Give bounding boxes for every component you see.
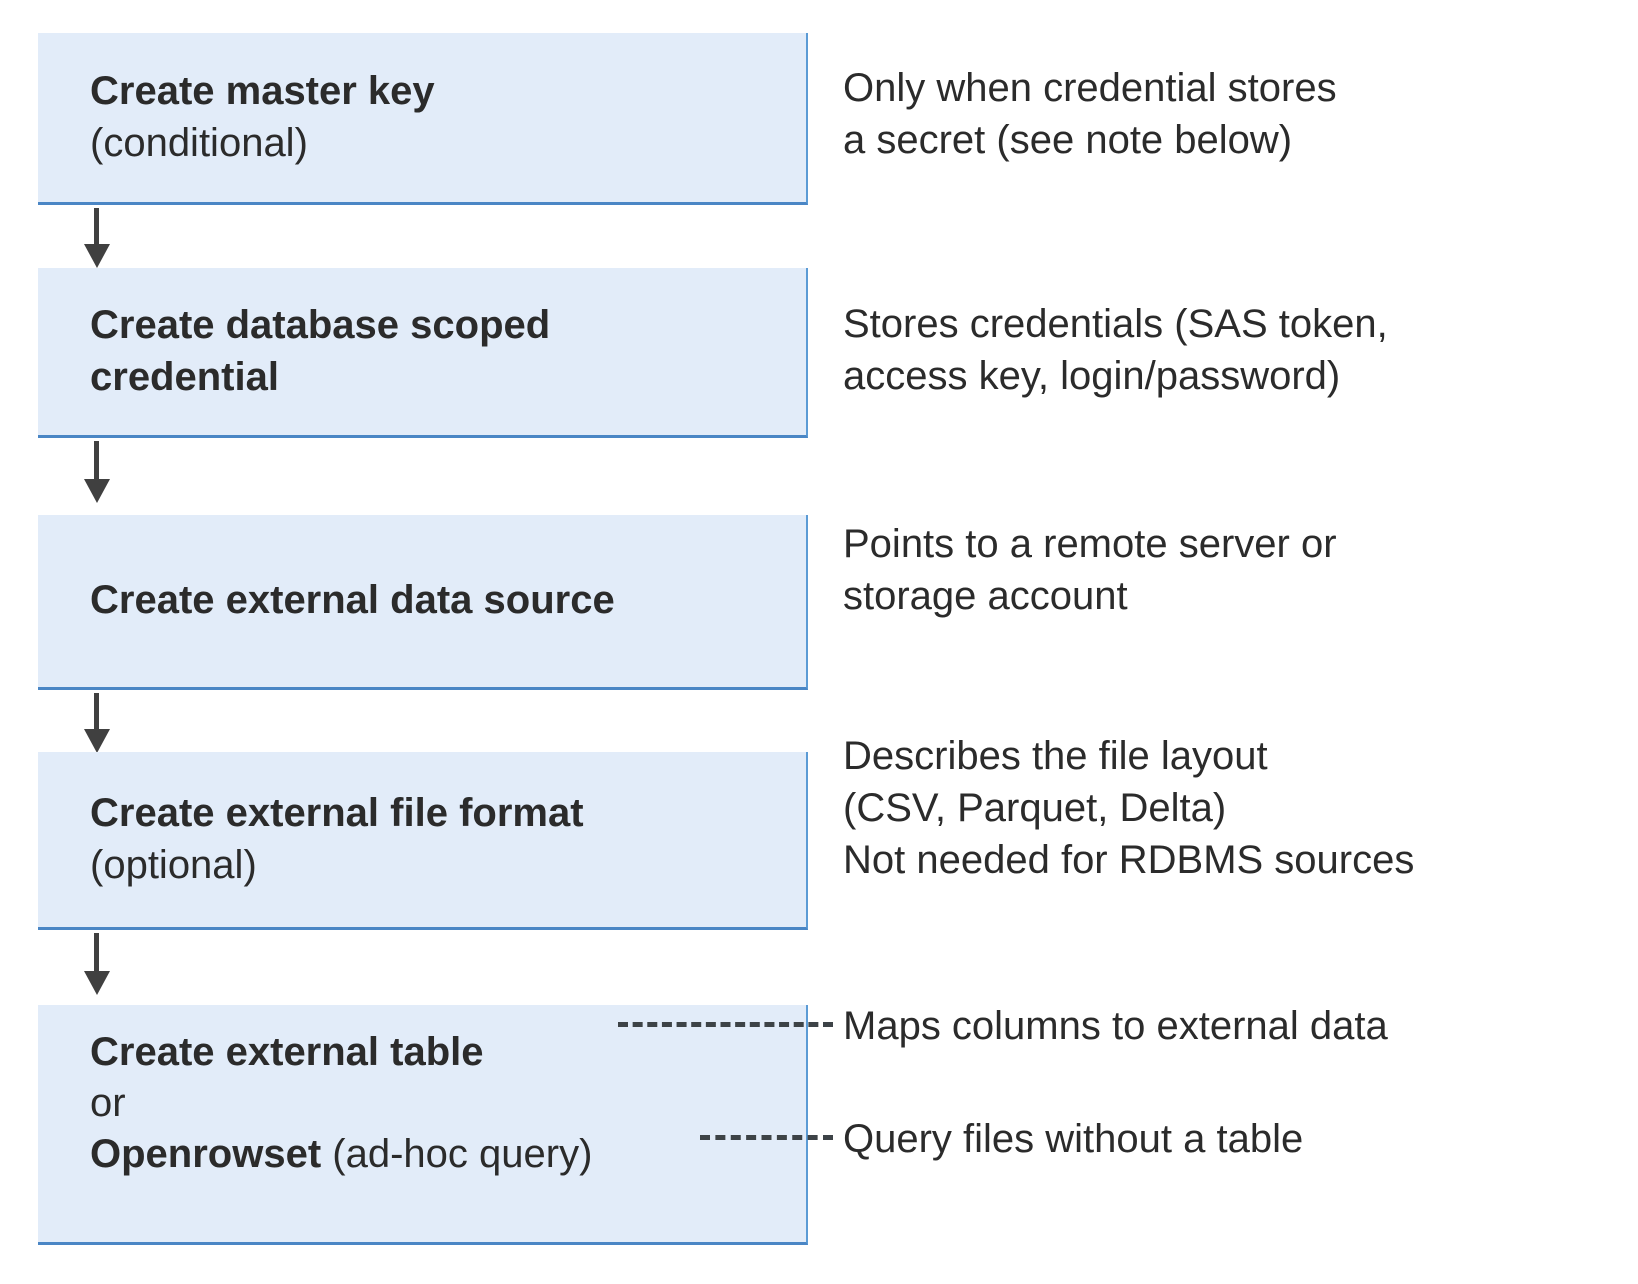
side-note-create-external-file-format: Describes the file layout (CSV, Parquet,… xyxy=(843,730,1414,886)
arrow-head xyxy=(84,729,110,753)
side-note-line: Describes the file layout xyxy=(843,734,1268,778)
step-title: Create external table xyxy=(90,1030,484,1074)
arrow-shaft xyxy=(94,441,99,483)
side-note-create-external-data-source: Points to a remote server or storage acc… xyxy=(843,518,1337,622)
step-title: Create external data source xyxy=(90,578,615,623)
dashed-connector-external-table xyxy=(618,1022,833,1027)
arrow-down-4 xyxy=(84,933,110,999)
step-subtitle: (conditional) xyxy=(90,120,308,165)
side-note-create-database-scoped-credential: Stores credentials (SAS token, access ke… xyxy=(843,298,1388,402)
side-note-line: access key, login/password) xyxy=(843,354,1341,398)
step-alt-title: Openrowset xyxy=(90,1132,322,1177)
side-note-line: a secret (see note below) xyxy=(843,118,1293,162)
arrow-shaft xyxy=(94,933,99,975)
step-subtitle: (optional) xyxy=(90,842,257,887)
side-note-line: storage account xyxy=(843,574,1128,618)
side-note-line: Stores credentials (SAS token, xyxy=(843,302,1388,346)
side-note-create-master-key: Only when credential stores a secret (se… xyxy=(843,62,1337,166)
arrow-shaft xyxy=(94,693,99,733)
side-note-line: Query files without a table xyxy=(843,1117,1304,1161)
step-alt-title-row: Openrowset (ad-hoc query) xyxy=(90,1129,790,1180)
arrow-head xyxy=(84,244,110,268)
side-note-external-table: Maps columns to external data xyxy=(843,1000,1388,1052)
step-box-create-external-data-source[interactable]: Create external data source xyxy=(38,515,808,690)
arrow-head xyxy=(84,479,110,503)
arrow-shaft xyxy=(94,208,99,248)
step-box-create-external-file-format[interactable]: Create external file format (optional) xyxy=(38,752,808,930)
step-title-line-1: Create database scoped xyxy=(90,303,551,348)
side-note-line: Points to a remote server or xyxy=(843,522,1337,566)
step-box-create-database-scoped-credential[interactable]: Create database scoped credential xyxy=(38,268,808,438)
step-box-create-master-key[interactable]: Create master key (conditional) xyxy=(38,33,808,205)
step-title: Create external file format xyxy=(90,791,584,836)
dashed-connector-openrowset xyxy=(700,1135,833,1140)
side-note-line: (CSV, Parquet, Delta) xyxy=(843,786,1227,830)
side-note-line: Not needed for RDBMS sources xyxy=(843,838,1415,882)
step-title-line-2: credential xyxy=(90,354,279,399)
arrow-down-1 xyxy=(84,208,110,268)
arrow-head xyxy=(84,971,110,995)
arrow-down-2 xyxy=(84,441,110,505)
step-box-create-external-table-or-openrowset[interactable]: Create external table or Openrowset (ad-… xyxy=(38,1005,808,1245)
step-alt-suffix: (ad-hoc query) xyxy=(321,1132,593,1177)
step-title: Create master key xyxy=(90,69,435,114)
side-note-openrowset: Query files without a table xyxy=(843,1113,1303,1165)
side-note-line: Maps columns to external data xyxy=(843,1004,1388,1048)
arrow-down-3 xyxy=(84,693,110,755)
side-note-line: Only when credential stores xyxy=(843,66,1337,110)
step-connector-or: or xyxy=(90,1081,126,1126)
